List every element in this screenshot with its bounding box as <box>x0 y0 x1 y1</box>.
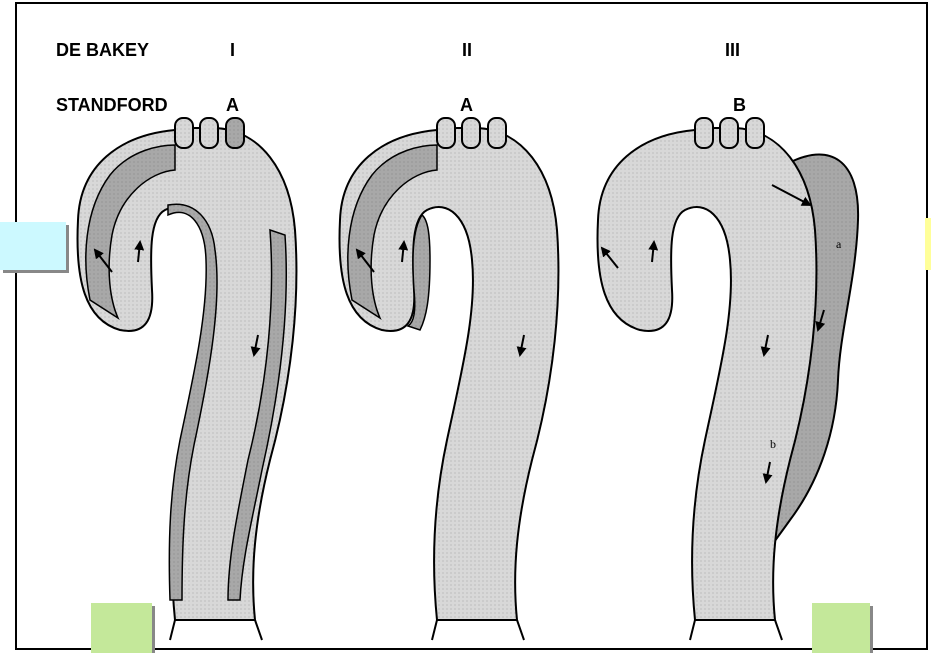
false-lumen-label-b: b <box>770 437 776 451</box>
aorta-panel-1 <box>77 118 296 640</box>
aorta-panel-3: a b <box>597 118 858 640</box>
aorta-panel-2 <box>339 118 558 640</box>
false-lumen-label-a: a <box>836 237 842 251</box>
